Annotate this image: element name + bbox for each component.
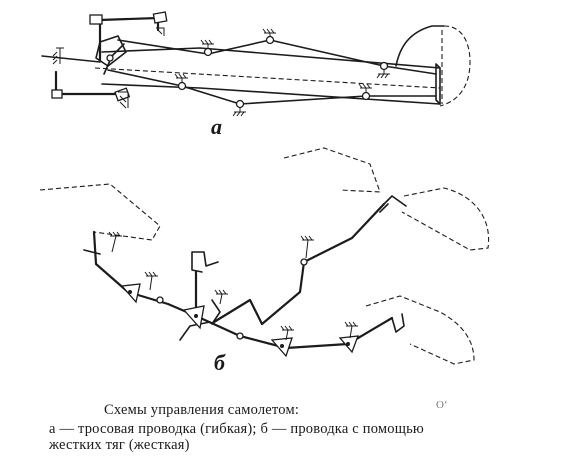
elevator-top-outline [401, 187, 490, 251]
caption-title: Схемы управления самолетом: [104, 402, 300, 418]
caption-line-2: жестких тяг (жесткая) [49, 437, 190, 453]
diagram-a-label: а [211, 114, 222, 139]
diagram-b-rigid-rods [39, 147, 490, 365]
fuselage-axis [94, 67, 441, 89]
pulley-upper-2 [262, 28, 276, 45]
stray-mark: Оʻ [436, 399, 448, 411]
bracket-bottom-right [118, 91, 129, 109]
bellcrank-center-right [270, 337, 293, 358]
bellcrank-center-left [182, 305, 205, 330]
rod-left-stub [83, 249, 101, 255]
cable-upper [117, 39, 437, 75]
bellcrank-cockpit [95, 35, 127, 67]
yoke-grip-right [152, 11, 168, 24]
roller-2 [236, 332, 244, 340]
ground-mount-b-4 [344, 321, 358, 339]
stabilizer-top-outline [283, 147, 381, 193]
control-stick-grip [191, 251, 219, 273]
pulley-lower-1 [174, 73, 188, 91]
ground-mount-b-1 [108, 231, 122, 253]
pulley-lower-2 [232, 99, 246, 117]
rod-elevator-horn [383, 195, 407, 207]
rod-left-aileron [92, 230, 130, 294]
stick-base [179, 299, 221, 341]
bellcrank-pivot [106, 54, 114, 62]
vertical-stabilizer [395, 25, 445, 67]
ground-mount-b-2 [144, 271, 158, 291]
rod-elevator-horn-lower [379, 203, 389, 213]
caption-line-1: а — тросовая проводка (гибкая); б — пров… [49, 421, 424, 437]
rod-center-to-right [194, 314, 394, 350]
tail-box [435, 63, 441, 105]
pedal-left [51, 89, 63, 99]
bellcrank-right [338, 335, 359, 354]
ground-mount-left [52, 47, 64, 65]
roller-1 [156, 296, 164, 304]
bracket-top-right [156, 27, 165, 36]
bellcrank-left [120, 283, 141, 304]
pulley-lower-3 [358, 83, 372, 101]
rudder-outline [439, 25, 471, 107]
ground-mount-b-5 [300, 235, 314, 259]
diagram-a-cable-control [41, 11, 471, 117]
pedal-bar [54, 70, 122, 96]
diagram-b-label: б [214, 350, 225, 375]
rod-elevator-run [212, 202, 386, 326]
rod-right-stub [391, 313, 405, 333]
pulley-upper-3 [376, 61, 390, 79]
aileron-right-outline [365, 295, 475, 365]
pulley-upper-1 [200, 39, 214, 57]
ground-mount-b-6 [214, 289, 228, 305]
input-arrow-line [41, 55, 101, 63]
ground-mount-b-3 [280, 325, 294, 341]
roller-3 [300, 258, 308, 266]
yoke-grip-left [89, 14, 103, 25]
aileron-left-outline [39, 183, 161, 241]
